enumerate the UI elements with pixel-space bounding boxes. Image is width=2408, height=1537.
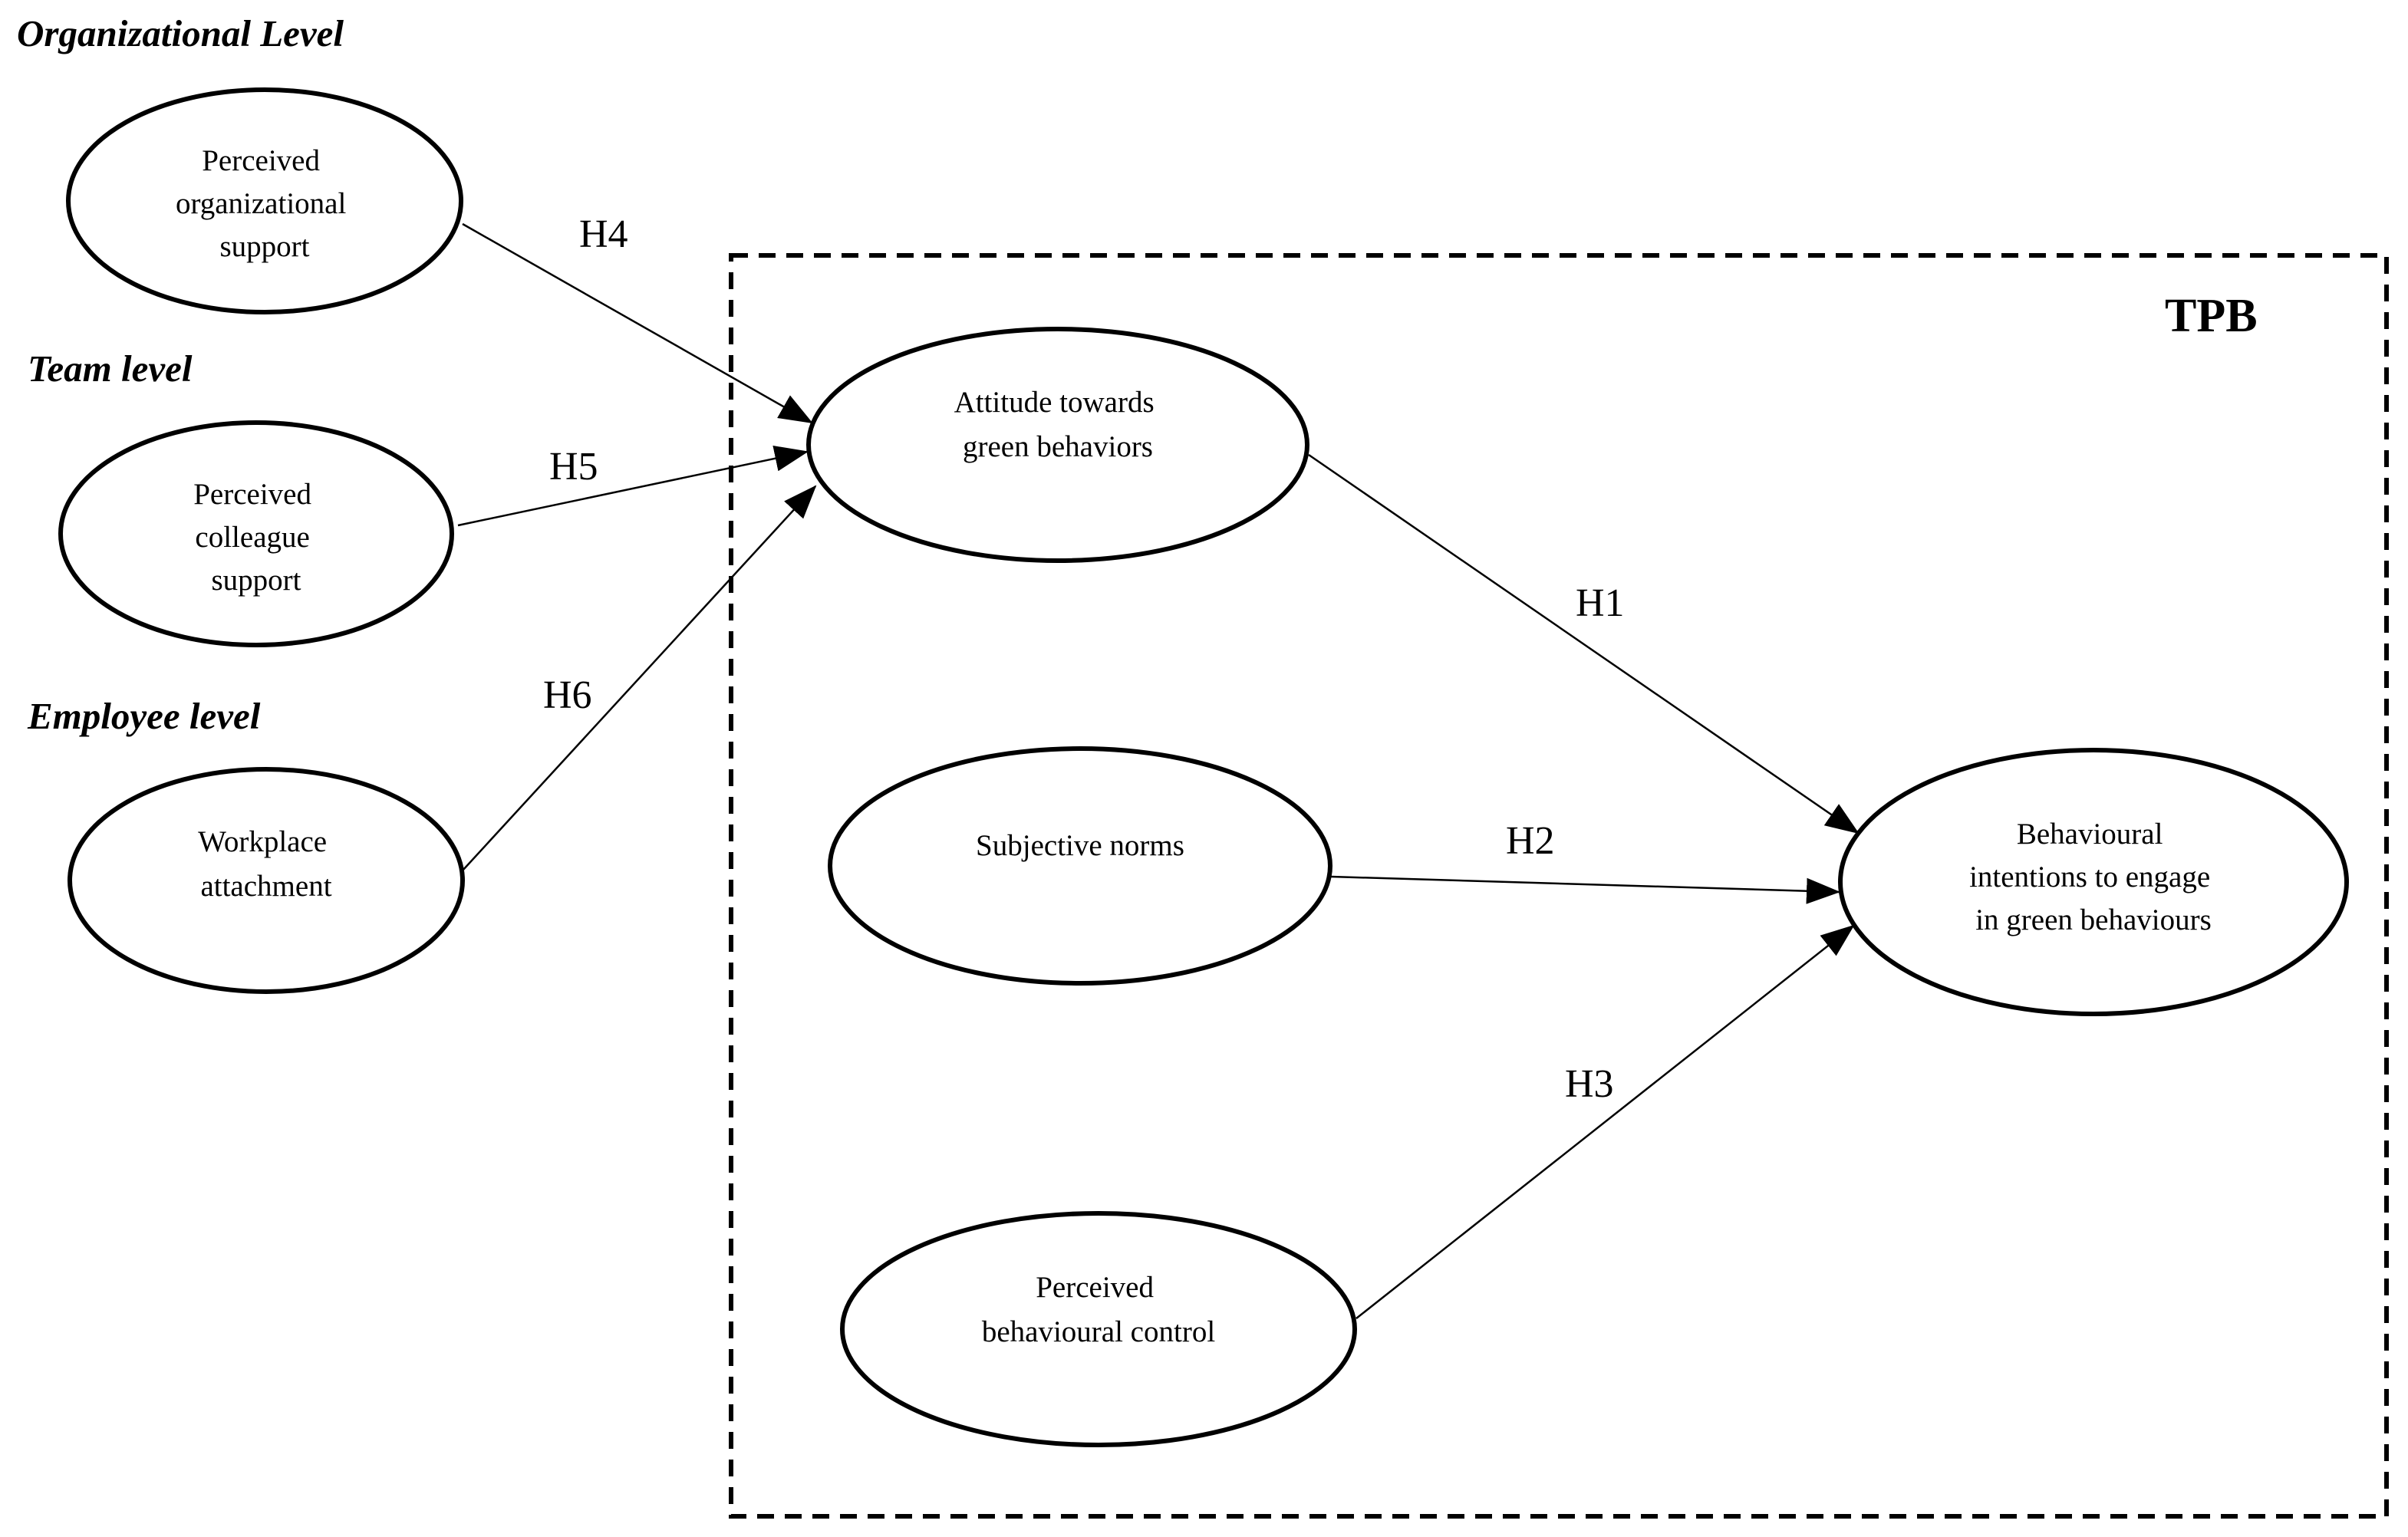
node-bi-line-3: in green behaviours [1975,903,2212,936]
node-sn-ellipse [828,746,1332,986]
node-behavioural-intentions: Behavioural intentions to engage in gree… [1838,748,2349,1016]
node-pos-line-3: support [220,230,310,263]
node-pcs-text: Perceived colleague support [193,478,319,597]
edge-h3-label: H3 [1565,1062,1614,1106]
node-pcs-line-2: colleague [195,521,309,554]
team-level-heading: Team level [28,347,193,390]
node-perceived-behavioural-control: Perceived behavioural control [840,1211,1357,1447]
node-perceived-organizational-support: Perceived organizational support [66,87,463,314]
edge-h2-label: H2 [1506,819,1555,863]
node-wa-line-2: attachment [200,870,331,903]
node-pbc-line-2: behavioural control [982,1315,1215,1348]
node-pcs-ellipse [58,420,454,647]
node-bi-text: Behavioural intentions to engage in gree… [1969,818,2218,936]
node-pbc-line-1: Perceived [1036,1271,1154,1304]
node-wa-line-1: Workplace [198,825,327,858]
edge-h2-arrow [1330,875,1840,904]
edge-h4-arrow [462,222,813,424]
employee-level-heading: Employee level [27,695,261,737]
edge-h1-arrow [1308,453,1860,834]
edge-h1-label: H1 [1576,581,1625,625]
node-perceived-colleague-support: Perceived colleague support [58,420,454,647]
edge-h3-arrow [1356,924,1855,1319]
edge-h6-arrow [462,485,817,871]
node-subjective-norms: Subjective norms [828,746,1332,986]
node-wa-ellipse [68,767,465,994]
node-attitude-towards-green-behaviors: Attitude towards green behaviors [806,327,1309,563]
edge-h5-arrow [457,446,809,527]
edge-h5-label: H5 [549,445,598,489]
node-att-ellipse [806,327,1309,563]
node-pos-line-1: Perceived [202,144,320,177]
tpb-frame [729,253,2389,1519]
node-wa-text: Workplace attachment [198,825,334,903]
edges-group: H4 H5 H6 H1 H2 H3 [457,212,1860,1319]
node-sn-line-1: Subjective norms [976,829,1184,862]
node-bi-line-2: intentions to engage [1969,861,2210,894]
node-pos-ellipse [66,87,463,314]
node-pos-text: Perceived organizational support [176,144,354,263]
organizational-level-heading: Organizational Level [17,12,344,54]
node-pcs-line-3: support [212,564,301,597]
node-bi-line-1: Behavioural [2017,818,2163,851]
node-att-line-1: Attitude towards [954,386,1155,419]
node-pcs-line-1: Perceived [193,478,311,511]
edge-h4-label: H4 [579,212,628,256]
node-bi-ellipse [1838,748,2349,1016]
edge-h6-label: H6 [543,673,592,717]
node-pbc-ellipse [840,1211,1357,1447]
node-workplace-attachment: Workplace attachment [68,767,465,994]
tpb-frame-title: TPB [2165,290,2258,342]
node-pbc-text: Perceived behavioural control [982,1271,1215,1348]
node-pos-line-2: organizational [176,187,347,220]
node-sn-text: Subjective norms [976,829,1184,862]
node-att-line-2: green behaviors [963,430,1153,463]
node-att-text: Attitude towards green behaviors [954,386,1162,463]
